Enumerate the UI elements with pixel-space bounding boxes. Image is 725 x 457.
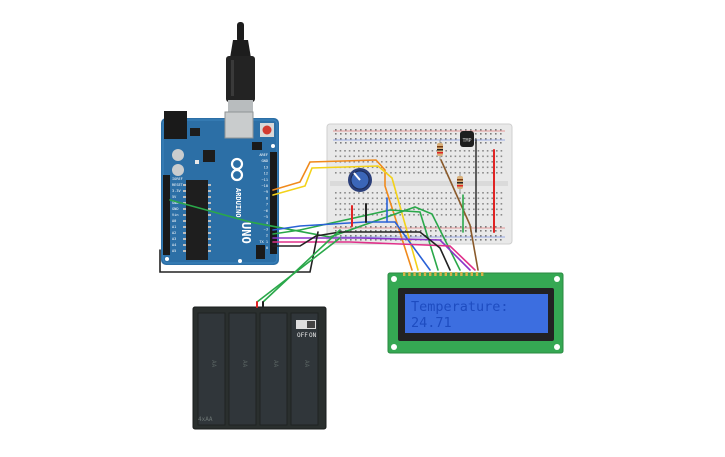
digital-pin-label: TX 1 <box>259 240 268 244</box>
wire-green[interactable] <box>256 237 341 303</box>
digital-pin-label: ~10 <box>262 184 269 188</box>
lcd-pin[interactable] <box>481 272 484 276</box>
resistor[interactable] <box>437 140 443 160</box>
lcd-line-1: Temperature: <box>411 299 509 315</box>
power-pin-label: 5V <box>172 195 177 199</box>
digital-pin-label: 8 <box>266 196 268 200</box>
lcd-pin[interactable] <box>429 272 432 276</box>
lcd-pin[interactable] <box>413 272 416 276</box>
power-pin-label: A2 <box>172 231 176 235</box>
resistor[interactable] <box>457 172 463 194</box>
lcd-pin[interactable] <box>439 272 442 276</box>
power-header[interactable] <box>163 175 170 255</box>
lcd-pin[interactable] <box>408 272 411 276</box>
wire-orange[interactable] <box>272 159 413 271</box>
lcd-pin[interactable] <box>444 272 447 276</box>
arduino-model-label: UNO <box>239 222 253 244</box>
wire-black[interactable] <box>272 231 451 271</box>
arduino-uno-board[interactable]: ARDUINO UNO AREF GND 13 12 ~11 ~10 ~9 8 7 ~6 ~5 4 ~3… <box>161 111 279 265</box>
lcd-pin[interactable] <box>403 272 406 276</box>
power-switch[interactable] <box>296 320 316 329</box>
battery-pack-label: 4xAA <box>198 416 213 423</box>
wire-brown[interactable] <box>440 159 479 271</box>
digital-pin-label: AREF <box>259 153 268 157</box>
cell-label: AA <box>303 360 310 368</box>
digital-pin-label: 4 <box>266 221 268 225</box>
power-pin-label: A3 <box>172 237 176 241</box>
lcd-pin[interactable] <box>475 272 479 276</box>
cell-label: AA <box>210 360 217 368</box>
lcd-pin[interactable] <box>418 272 421 276</box>
lcd-pin[interactable] <box>455 272 458 276</box>
digital-pin-label: 12 <box>264 172 268 176</box>
power-pin-label: A4 <box>172 243 176 247</box>
arduino-brand-label: ARDUINO <box>234 188 242 218</box>
switch-off-label: OFF <box>297 332 308 339</box>
power-pin-label: A1 <box>172 225 176 229</box>
battery-pack[interactable]: AA AA AA AA OFF ON 4xAA <box>192 306 327 430</box>
power-pin-label: 3.3V <box>172 189 181 193</box>
digital-pin-label: GND <box>262 159 269 163</box>
potentiometer[interactable] <box>348 168 372 192</box>
cell-label: AA <box>272 360 279 368</box>
lcd-pin[interactable] <box>449 272 453 276</box>
tmp-sensor[interactable]: TMP <box>460 131 474 147</box>
digital-pin-label: ~9 <box>264 190 268 194</box>
wire-green[interactable] <box>262 229 341 303</box>
arduino-logo-icon <box>230 157 244 182</box>
wire-pink[interactable] <box>272 241 476 271</box>
lcd-pin-header[interactable] <box>403 272 484 276</box>
lcd-pin[interactable] <box>423 272 427 276</box>
digital-pin-label: 13 <box>264 165 268 169</box>
digital-pin-label: ~3 <box>264 227 268 231</box>
wire-yellow[interactable] <box>272 165 419 271</box>
power-pin-label: A0 <box>172 219 176 223</box>
power-pin-label: GND <box>172 201 179 205</box>
digital-pin-label: ~11 <box>262 178 269 182</box>
reset-button[interactable] <box>262 125 272 135</box>
switch-on-label: ON <box>309 332 317 339</box>
lcd-module[interactable]: Temperature: 24.71 <box>387 272 564 354</box>
wire-black[interactable] <box>159 231 319 273</box>
power-pin-label: IOREF <box>172 177 183 181</box>
digital-header[interactable] <box>270 152 277 254</box>
digital-pin-label: 7 <box>266 203 268 207</box>
digital-pin-label: 2 <box>266 234 268 238</box>
lcd-screen <box>405 294 548 333</box>
power-pin-label: GND <box>172 207 179 211</box>
lcd-pin[interactable] <box>460 272 463 276</box>
lcd-pin[interactable] <box>434 272 437 276</box>
digital-pin-label: ~6 <box>264 209 268 213</box>
power-pin-label: RESET <box>172 183 184 187</box>
lcd-line-2: 24.71 <box>411 315 452 331</box>
power-pin-label: A5 <box>172 249 176 253</box>
cell-label: AA <box>241 360 248 368</box>
digital-pin-label: ~5 <box>264 215 268 219</box>
lcd-pin[interactable] <box>470 272 473 276</box>
wires <box>159 139 495 308</box>
lcd-pin[interactable] <box>465 272 468 276</box>
tmp-sensor-label: TMP <box>462 138 471 144</box>
wire-green[interactable] <box>272 209 439 271</box>
power-pin-label: Vin <box>172 213 179 217</box>
